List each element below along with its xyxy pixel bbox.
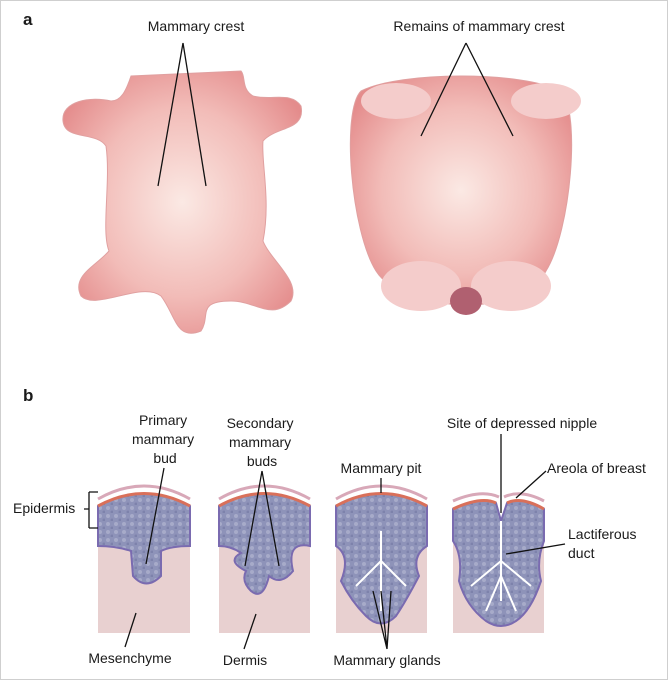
panel-b-label: b bbox=[23, 386, 33, 405]
label-epidermis: Epidermis bbox=[13, 500, 75, 516]
label-lactiferous-duct: Lactiferous duct bbox=[568, 526, 640, 561]
stage-1-primary-bud bbox=[97, 484, 191, 633]
label-areola: Areola of breast bbox=[547, 460, 646, 476]
label-mammary-crest: Mammary crest bbox=[148, 18, 245, 34]
fetus-illustration bbox=[349, 75, 581, 315]
label-site-depressed-nipple: Site of depressed nipple bbox=[447, 415, 597, 431]
label-mammary-pit: Mammary pit bbox=[341, 460, 422, 476]
panel-a-label: a bbox=[23, 10, 33, 29]
label-mesenchyme: Mesenchyme bbox=[88, 650, 171, 666]
stage-3-mammary-pit bbox=[335, 484, 428, 633]
embryo-illustration bbox=[62, 70, 302, 334]
label-mammary-glands: Mammary glands bbox=[333, 652, 440, 668]
label-remains-mammary-crest: Remains of mammary crest bbox=[393, 18, 564, 34]
stage-4-lactiferous-ducts bbox=[452, 492, 545, 633]
stage-2-secondary-buds bbox=[218, 484, 311, 633]
label-secondary-mammary-buds: Secondary mammary buds bbox=[227, 415, 298, 469]
label-dermis: Dermis bbox=[223, 652, 267, 668]
label-primary-mammary-bud: Primary mammary bud bbox=[132, 412, 198, 466]
